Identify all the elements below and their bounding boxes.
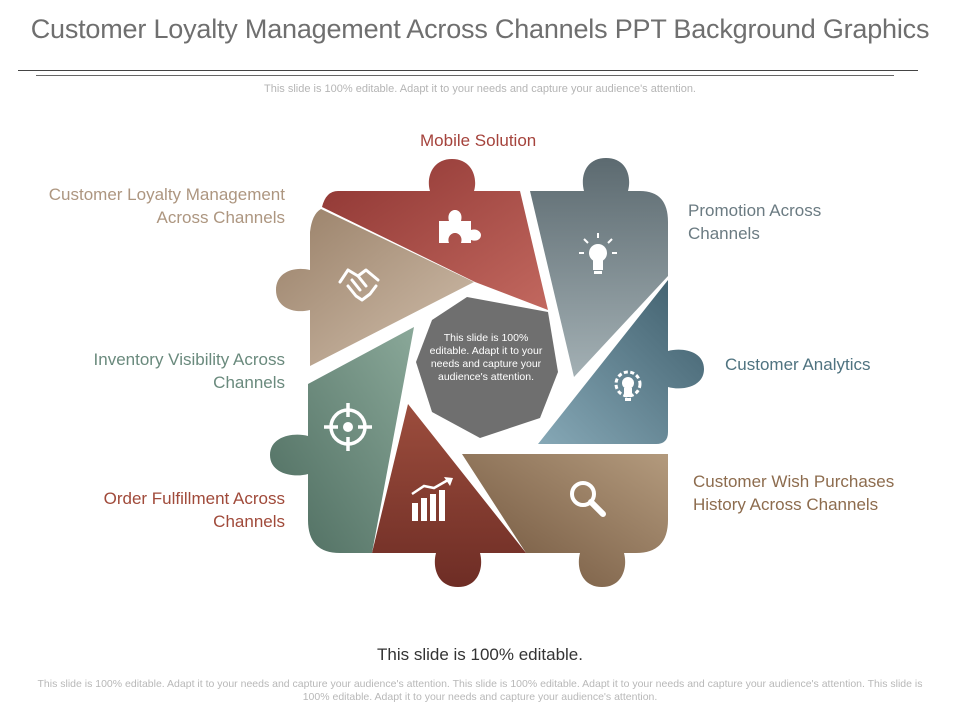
label-customer-analytics: Customer Analytics	[725, 355, 871, 374]
handshake-icon	[338, 268, 380, 302]
lightbulb-icon	[579, 233, 617, 274]
label-order-fulfillment: Order Fulfillment Across Channels	[103, 489, 285, 531]
footer-editable-note: This slide is 100% editable.	[376, 645, 583, 664]
piece-order-fulfillment	[372, 404, 526, 587]
center-hub	[416, 297, 558, 438]
piece-mobile-solution	[322, 159, 548, 310]
slide-title: Customer Loyalty Management Across Chann…	[30, 14, 930, 44]
label-customer-wish-purchases: Customer Wish Purchases History Across C…	[693, 472, 895, 514]
title-divider	[18, 70, 918, 71]
piece-customer-wish-purchases	[462, 454, 668, 587]
title-divider-secondary	[36, 75, 894, 76]
label-customer-loyalty-management: Customer Loyalty Management Across Chann…	[48, 185, 285, 227]
piece-promotion-across-channels	[530, 158, 668, 377]
center-hub-text: This slide is 100% editable. Adapt it to…	[429, 332, 543, 383]
piece-customer-analytics	[538, 280, 704, 444]
label-mobile-solution: Mobile Solution	[420, 131, 537, 150]
piece-customer-loyalty-management	[276, 209, 474, 366]
bulb-gear-icon	[614, 370, 642, 401]
magnifier-icon	[570, 481, 606, 517]
target-icon	[324, 403, 372, 451]
piece-inventory-visibility	[270, 327, 414, 553]
puzzle-icon	[439, 210, 481, 243]
growth-chart-icon	[411, 477, 453, 521]
label-inventory-visibility: Inventory Visibility Across Channels	[93, 350, 285, 392]
slide-subtitle: This slide is 100% editable. Adapt it to…	[264, 83, 696, 95]
label-promotion-across-channels: Promotion Across Channels	[688, 201, 822, 243]
footer-fine-print: This slide is 100% editable. Adapt it to…	[37, 678, 923, 703]
